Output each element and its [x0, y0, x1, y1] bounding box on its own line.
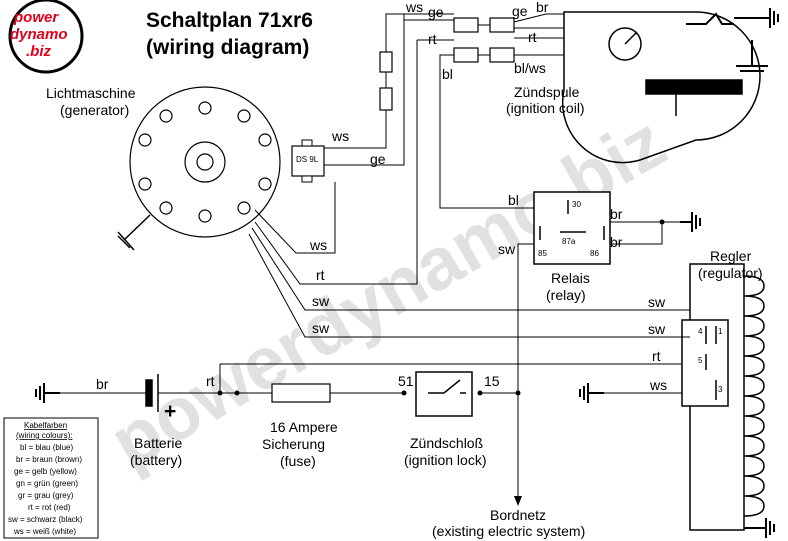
wire-label-br-batt: br [96, 376, 109, 392]
electric-system-label-1: Bordnetz [490, 507, 546, 523]
wire-label-rt-reg: rt [652, 348, 661, 364]
wire-label-sw-reg1: sw [648, 294, 666, 310]
logo-line1: power [13, 9, 59, 26]
relay-label-2: (relay) [546, 287, 586, 303]
generator-ground-icon [117, 214, 151, 251]
generator [129, 86, 281, 238]
connector-coil-top [453, 17, 515, 63]
wire-label-br-coil: br [536, 0, 549, 15]
battery-label-2: (battery) [130, 452, 182, 468]
regulator-ws-ground-icon [579, 383, 604, 403]
battery-ground-icon [35, 383, 60, 403]
wire-label-ws-reg: ws [649, 377, 667, 393]
regulator-label-1: Regler [710, 248, 752, 264]
fuse [271, 383, 331, 403]
coil-ground-icon [736, 40, 768, 72]
legend-item: rt = rot (red) [28, 503, 71, 512]
relay-ground-icon [680, 212, 701, 232]
regulator-pin-5: 5 [698, 356, 703, 365]
relay-pin-85: 85 [538, 249, 547, 258]
wire-label-rt-top: rt [428, 31, 437, 47]
ignition-lock-label-2: (ignition lock) [404, 452, 486, 468]
ignition-lock [415, 371, 473, 417]
fuse-label-3: (fuse) [280, 453, 316, 469]
regulator-label-2: (regulator) [698, 265, 763, 281]
legend-title-2: (wiring colours): [16, 431, 72, 440]
logo-line2: dynamo [10, 26, 68, 43]
legend-title-1: Kabelfarben [24, 421, 67, 430]
spark-ground-icon [686, 8, 779, 28]
module-label: DS 9L [296, 155, 319, 164]
relay [533, 191, 611, 265]
generator-label-1: Lichtmaschine [46, 85, 136, 101]
regulator-pin-3: 3 [718, 385, 723, 394]
regulator-pin-4: 4 [698, 327, 703, 336]
legend-item: br = braun (brown) [16, 455, 82, 464]
legend-item: ge = gelb (yellow) [14, 467, 77, 476]
fuse-label-2: Sicherung [262, 436, 325, 452]
relay-pin-30: 30 [572, 200, 581, 209]
watermark-text: powerdynamo.biz [97, 99, 680, 483]
wire-label-ge-top: ge [428, 4, 444, 20]
wire-label-bl-relay: bl [508, 192, 519, 208]
wire-colour-legend: Kabelfarben (wiring colours): bl = blau … [3, 417, 99, 539]
legend-item: bl = blau (blue) [20, 443, 73, 452]
logo: power dynamo .biz [8, 0, 84, 74]
wire-label-ge-coil: ge [512, 3, 528, 19]
relay-pin-87a: 87a [562, 237, 576, 246]
ignition-coil-label-2: (ignition coil) [506, 100, 585, 116]
legend-item: sw = schwarz (black) [8, 515, 83, 524]
fuse-label-1: 16 Ampere [270, 419, 338, 435]
ignition-coil [561, 11, 761, 164]
battery-label-1: Batterie [134, 435, 182, 451]
electric-system-label-2: (existing electric system) [432, 523, 585, 539]
title-line2: (wiring diagram) [146, 36, 309, 59]
wire-label-sw-1: sw [312, 293, 330, 309]
regulator-ground-icon [744, 518, 775, 538]
regulator-pin-1: 1 [718, 327, 723, 336]
regulator [681, 263, 765, 531]
legend-item: ws = weiß (white) [13, 527, 76, 536]
generator-label-2: (generator) [60, 102, 129, 118]
pickup-module: DS 9L [291, 139, 325, 183]
relay-label-1: Relais [551, 270, 590, 286]
ignition-lock-label-1: Zündschloß [410, 435, 483, 451]
wire-label-ge-gen: ge [370, 151, 386, 167]
lock-pin-51: 51 [398, 373, 414, 389]
wire-label-rt-mid: rt [316, 267, 325, 283]
wire-label-bl-left: bl [442, 66, 453, 82]
wire-label-rt-batt: rt [206, 373, 215, 389]
title-line1: Schaltplan 71xr6 [146, 9, 313, 32]
logo-line3: .biz [26, 43, 51, 60]
wire-label-ws-top: ws [405, 0, 423, 15]
wire-label-ws-gen2: ws [309, 237, 327, 253]
wire-label-bl-ws: bl/ws [514, 60, 546, 76]
wire-label-rt-coil: rt [528, 29, 537, 45]
wire-label-sw-relay: sw [498, 241, 516, 257]
battery-plus: + [164, 400, 176, 423]
wire-label-sw-2: sw [312, 320, 330, 336]
wire-label-br-relay2: br [610, 234, 623, 250]
lock-pin-15: 15 [484, 373, 500, 389]
legend-item: gn = grün (green) [16, 479, 78, 488]
wire-label-sw-reg2: sw [648, 321, 666, 337]
wire-label-ws-gen: ws [331, 128, 349, 144]
ignition-coil-label-1: Zündspule [514, 84, 580, 100]
wire-label-br-relay1: br [610, 206, 623, 222]
relay-pin-86: 86 [590, 249, 599, 258]
bordnetz-arrow-icon [514, 496, 522, 506]
legend-item: gr = grau (grey) [18, 491, 74, 500]
